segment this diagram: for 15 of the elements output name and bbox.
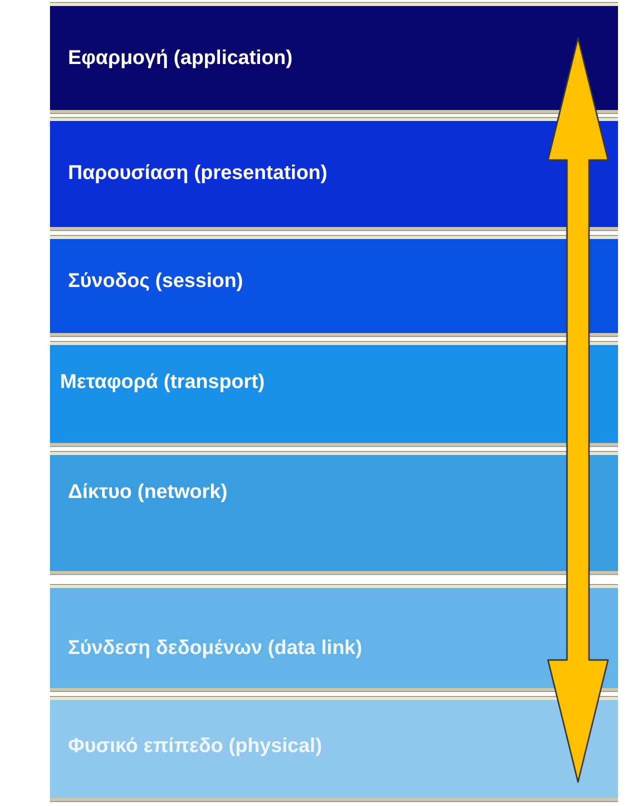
layer-band [50,3,618,113]
layer-band [50,585,618,691]
layer-label: Σύνδεση δεδομένων (data link) [68,636,362,660]
layer-label: Φυσικό επίπεδο (physical) [68,734,322,758]
layer-band [50,236,618,336]
layer-band [50,452,618,574]
layer-label: Παρουσίαση (presentation) [68,161,328,185]
layer-band [50,118,618,230]
layer-band [50,697,618,801]
layer-label: Δίκτυο (network) [68,480,228,504]
layer-label: Εφαρμογή (application) [68,46,293,70]
layer-label: Σύνοδος (session) [68,269,244,293]
layer-label: Μεταφορά (transport) [60,370,265,394]
double-arrow [547,37,609,783]
layer-band [50,342,618,446]
